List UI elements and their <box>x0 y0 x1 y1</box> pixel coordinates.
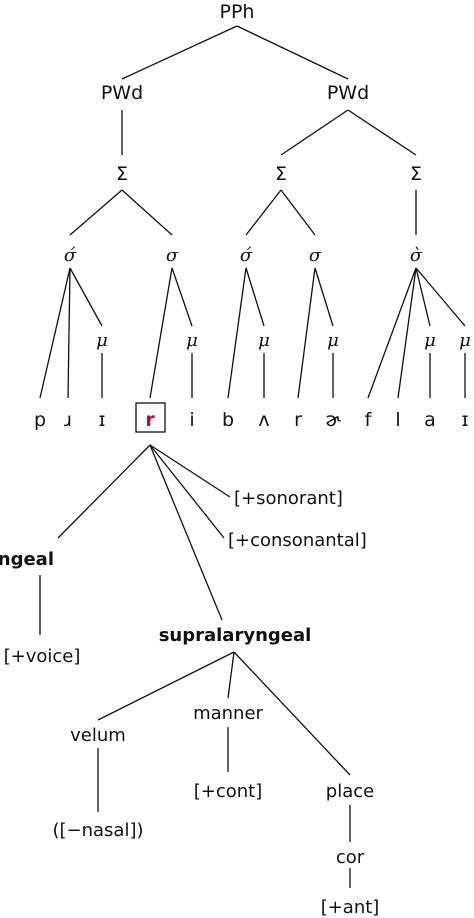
edge-syl5-mora5 <box>415 267 431 327</box>
edge-syl3-mora3 <box>245 267 265 327</box>
edge-syl4-flap <box>297 267 316 399</box>
segment-small-cap-i: ɪ <box>98 409 105 431</box>
segment-f: f <box>365 409 373 431</box>
feature-cont: [+cont] <box>194 781 263 802</box>
feature-sonorant: [+sonorant] <box>234 488 343 509</box>
segment-i: i <box>189 409 194 431</box>
edge-syl1-mora1 <box>69 267 103 327</box>
segment-l: l <box>395 409 400 431</box>
edge-pph-pwd2 <box>236 25 349 80</box>
place-node: place <box>326 781 374 802</box>
segment-a: a <box>424 409 436 431</box>
segment-flap-highlighted: r <box>145 409 155 431</box>
pwd-node-1: PWd <box>101 82 143 104</box>
edge-root-laryngeal <box>57 444 151 539</box>
laryngeal-node: laryngeal <box>0 549 54 570</box>
foot-node-3: Σ <box>410 163 422 185</box>
segment-turned-r: ɹ <box>64 409 72 431</box>
mora-node-4: μ <box>327 330 339 351</box>
mora-node-1: μ <box>96 330 108 351</box>
edge-syl5-f <box>367 267 417 399</box>
segment-b: b <box>222 409 234 431</box>
mora-node-2: μ <box>186 330 198 351</box>
mora-node-6: μ <box>459 330 471 351</box>
edge-syl5-l <box>397 267 417 399</box>
mora-node-3: μ <box>258 330 270 351</box>
edge-syl3-b <box>227 267 247 399</box>
edge-syl5-mora6 <box>415 267 466 327</box>
foot-node-1: Σ <box>116 163 128 185</box>
edge-syl2-mora2 <box>171 267 193 327</box>
edge-supra-place <box>233 651 351 776</box>
syllable-node-4: σ <box>309 245 322 266</box>
edge-pwd2-foot3 <box>347 109 417 156</box>
edge-pwd2-foot2 <box>280 109 349 156</box>
edge-root-supralaryngeal <box>149 444 223 621</box>
edge-foot2-syl3 <box>245 189 282 236</box>
cor-node: cor <box>336 847 365 868</box>
velum-node: velum <box>70 725 126 746</box>
edge-syl1-r <box>67 267 71 399</box>
segment-wedge: ʌ <box>258 409 269 431</box>
mora-node-5: μ <box>424 330 436 351</box>
edge-pph-pwd1 <box>121 25 238 80</box>
edge-syl4-mora4 <box>314 267 334 327</box>
segment-p: p <box>34 409 46 431</box>
tree-edges <box>39 25 466 888</box>
segment-small-cap-i-2: ɪ <box>461 409 468 431</box>
supralaryngeal-node: supralaryngeal <box>159 625 312 646</box>
feature-nasal: ([−nasal]) <box>52 820 143 841</box>
syllable-node-2: σ <box>166 245 179 266</box>
edge-syl1-p <box>39 267 71 399</box>
edge-root-consonantal <box>149 444 225 539</box>
edge-foot1-syl2 <box>121 189 173 236</box>
foot-node-2: Σ <box>275 163 287 185</box>
edge-syl2-flap <box>149 267 173 399</box>
segment-rhotic-schwa: ɚ <box>325 409 341 431</box>
edge-supra-velum <box>97 651 235 721</box>
feature-voice: [+voice] <box>4 646 81 667</box>
syllable-node-3: σ́ <box>240 245 253 266</box>
pph-node: PPh <box>220 1 255 23</box>
manner-node: manner <box>193 703 263 724</box>
pwd-node-2: PWd <box>327 82 369 104</box>
syllable-node-1: σ́ <box>64 245 77 266</box>
segment-flap: r <box>294 409 302 431</box>
edge-foot1-syl1 <box>69 189 123 236</box>
edge-supra-manner <box>227 651 235 699</box>
feature-ant: [+ant] <box>321 897 380 918</box>
syllable-node-5: σ̀ <box>410 245 423 266</box>
edge-foot2-syl4 <box>280 189 316 236</box>
feature-consonantal: [+consonantal] <box>228 530 367 551</box>
highlight-box <box>135 402 166 433</box>
edge-root-sonorant <box>149 444 231 498</box>
